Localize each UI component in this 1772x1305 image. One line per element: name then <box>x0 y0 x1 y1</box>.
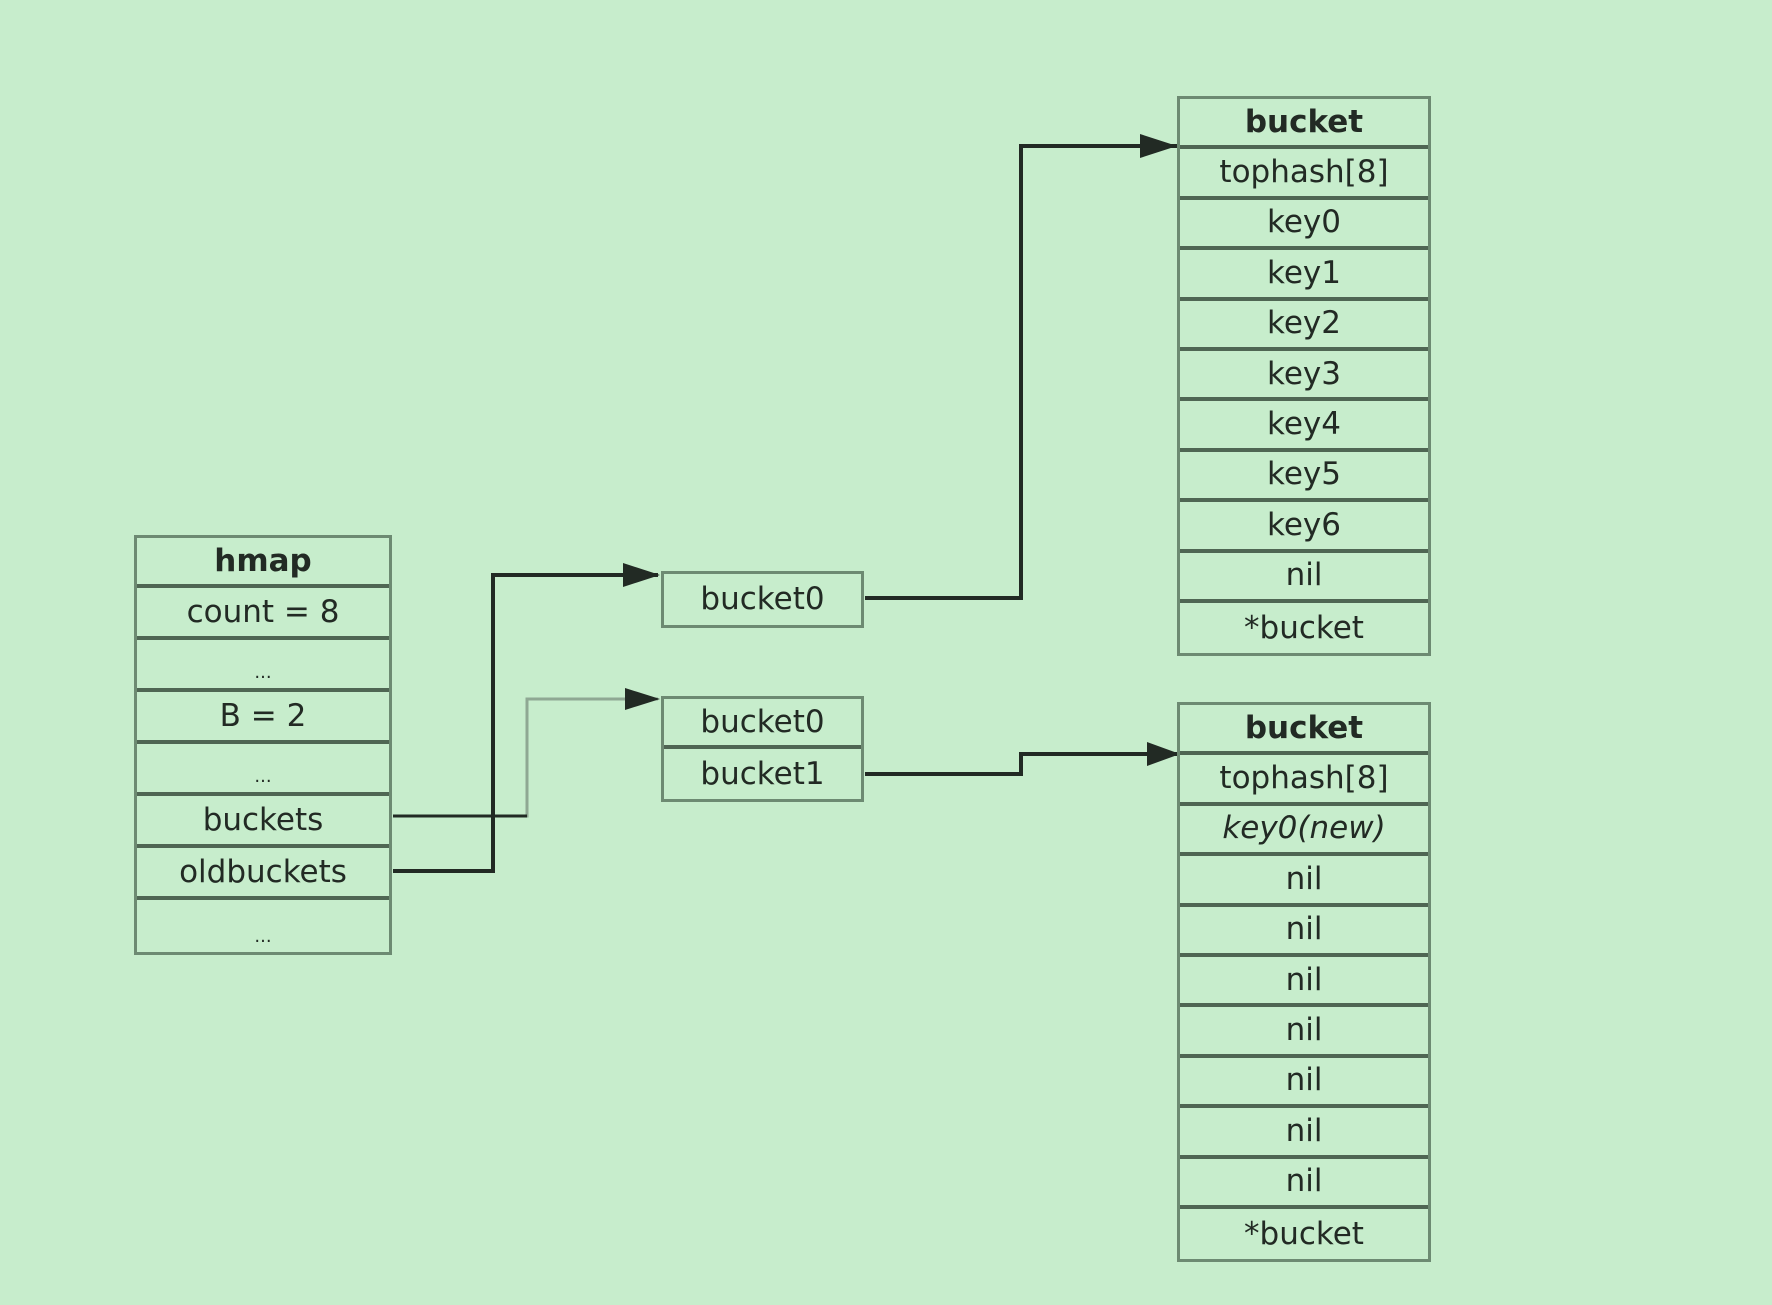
bucket-key: key5 <box>1180 452 1428 503</box>
bucket-key-new: key0(new) <box>1180 806 1428 857</box>
bucket-key-nil: nil <box>1180 1058 1428 1109</box>
hmap-field-buckets: buckets <box>137 796 389 848</box>
arrowhead-icon <box>625 688 660 710</box>
bucket-key: key2 <box>1180 301 1428 351</box>
new-array-bucket1: bucket1 <box>700 755 825 792</box>
new-array-bucket0: bucket0 <box>664 699 861 749</box>
bucket-tophash: tophash[8] <box>1180 755 1428 806</box>
new-buckets-array: bucket0 bucket1 <box>661 696 864 802</box>
bucket-key: key3 <box>1180 351 1428 402</box>
bucket-overflow-pointer: *bucket <box>1244 609 1364 646</box>
arrow-old-bucket0-to-bucket <box>865 144 1177 600</box>
bucket-key-nil: nil <box>1180 1159 1428 1209</box>
bucket-key: key6 <box>1180 502 1428 553</box>
hmap-field-count: count = 8 <box>137 588 389 640</box>
new-bucket-struct: bucket tophash[8] key0(new) nil nil nil … <box>1177 702 1431 1263</box>
bucket-key: key1 <box>1180 250 1428 301</box>
bucket-title: bucket <box>1180 99 1428 150</box>
arrow-new-bucket1-to-bucket <box>865 752 1177 776</box>
hmap-field-b: B = 2 <box>137 692 389 744</box>
hmap-struct: hmap count = 8 ... B = 2 ... buckets old… <box>134 535 392 955</box>
bucket-key-nil: nil <box>1180 1108 1428 1159</box>
bucket-key: key4 <box>1180 401 1428 452</box>
hmap-field-ellipsis: ... <box>137 640 389 692</box>
bucket-tophash: tophash[8] <box>1180 149 1428 200</box>
old-array-bucket0: bucket0 <box>700 581 825 617</box>
arrow-buckets-to-new-array <box>393 697 658 818</box>
bucket-key-nil: nil <box>1180 907 1428 957</box>
bucket-title: bucket <box>1180 705 1428 756</box>
bucket-key-nil: nil <box>1180 856 1428 907</box>
bucket-overflow-pointer: *bucket <box>1244 1215 1364 1252</box>
hmap-title: hmap <box>137 538 389 588</box>
arrowhead-icon <box>1147 742 1180 766</box>
old-bucket-struct: bucket tophash[8] key0 key1 key2 key3 ke… <box>1177 96 1431 657</box>
bucket-key-nil: nil <box>1180 957 1428 1008</box>
hmap-field-ellipsis: ... <box>137 744 389 796</box>
arrow-oldbuckets-to-old-array <box>393 573 658 873</box>
arrowhead-icon <box>1140 134 1177 158</box>
hmap-field-ellipsis: ... <box>254 926 272 947</box>
hmap-field-oldbuckets: oldbuckets <box>137 848 389 900</box>
bucket-key-nil: nil <box>1180 553 1428 603</box>
arrowhead-icon <box>623 563 660 587</box>
old-buckets-array: bucket0 <box>661 571 864 628</box>
bucket-key: key0 <box>1180 200 1428 251</box>
bucket-key-nil: nil <box>1180 1007 1428 1058</box>
